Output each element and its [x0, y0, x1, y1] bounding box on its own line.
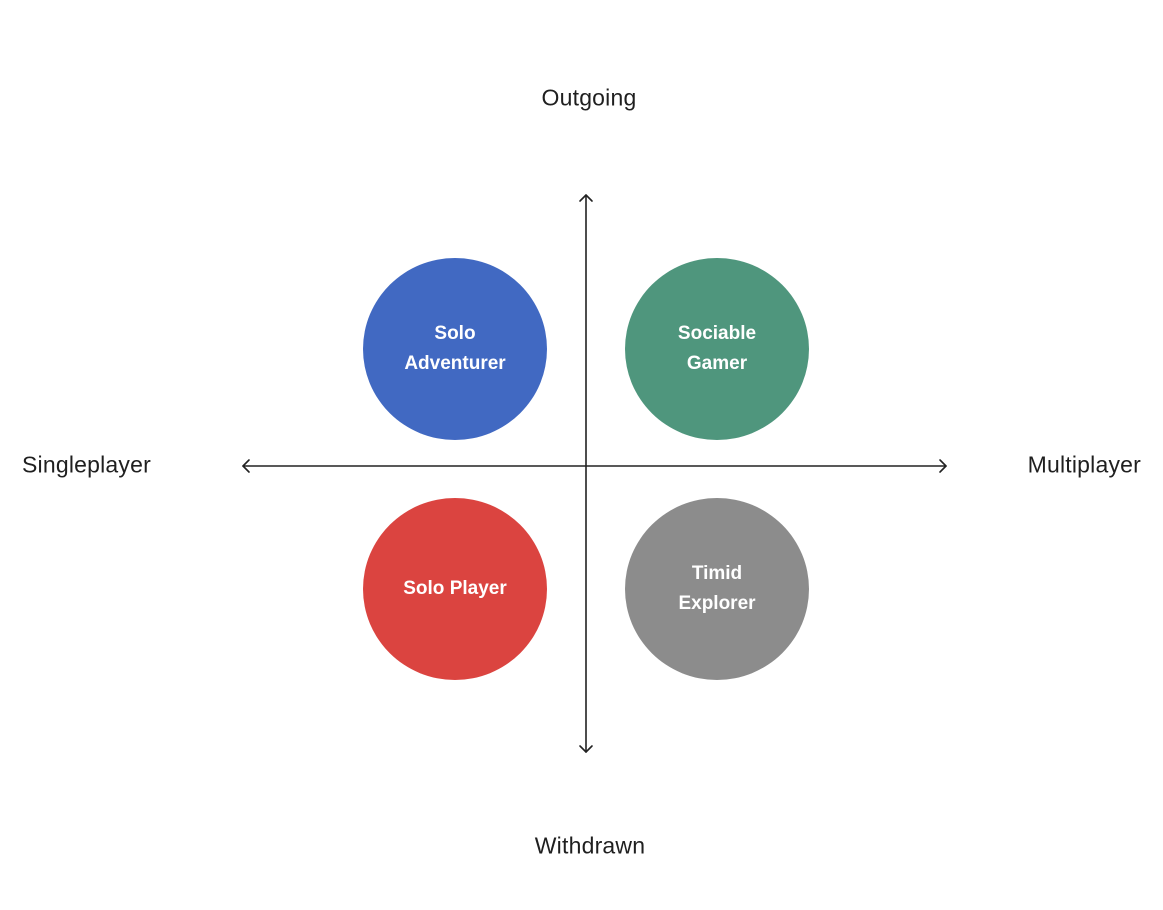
axis-label-multiplayer: Multiplayer	[1027, 451, 1141, 478]
quadrant-label: Sociable Gamer	[677, 323, 757, 374]
quadrant-timid-explorer: Timid Explorer	[625, 498, 809, 680]
axis-label-withdrawn: Withdrawn	[534, 832, 646, 859]
arrow-up-icon	[579, 194, 593, 202]
quadrant-label: Solo Adventurer	[404, 323, 506, 374]
quadrant-solo-player: Solo Player	[363, 498, 547, 680]
axis-label-outgoing: Outgoing	[541, 84, 637, 111]
quadrant-solo-adventurer: Solo Adventurer	[363, 258, 547, 440]
quadrant-label: Timid Explorer	[678, 563, 756, 614]
arrow-left-icon	[242, 459, 250, 473]
arrow-down-icon	[579, 745, 593, 753]
arrow-right-icon	[939, 459, 947, 473]
quadrant-sociable-gamer: Sociable Gamer	[625, 258, 809, 440]
axis-label-singleplayer: Singleplayer	[22, 451, 151, 478]
quadrant-label: Solo Player	[403, 578, 507, 599]
